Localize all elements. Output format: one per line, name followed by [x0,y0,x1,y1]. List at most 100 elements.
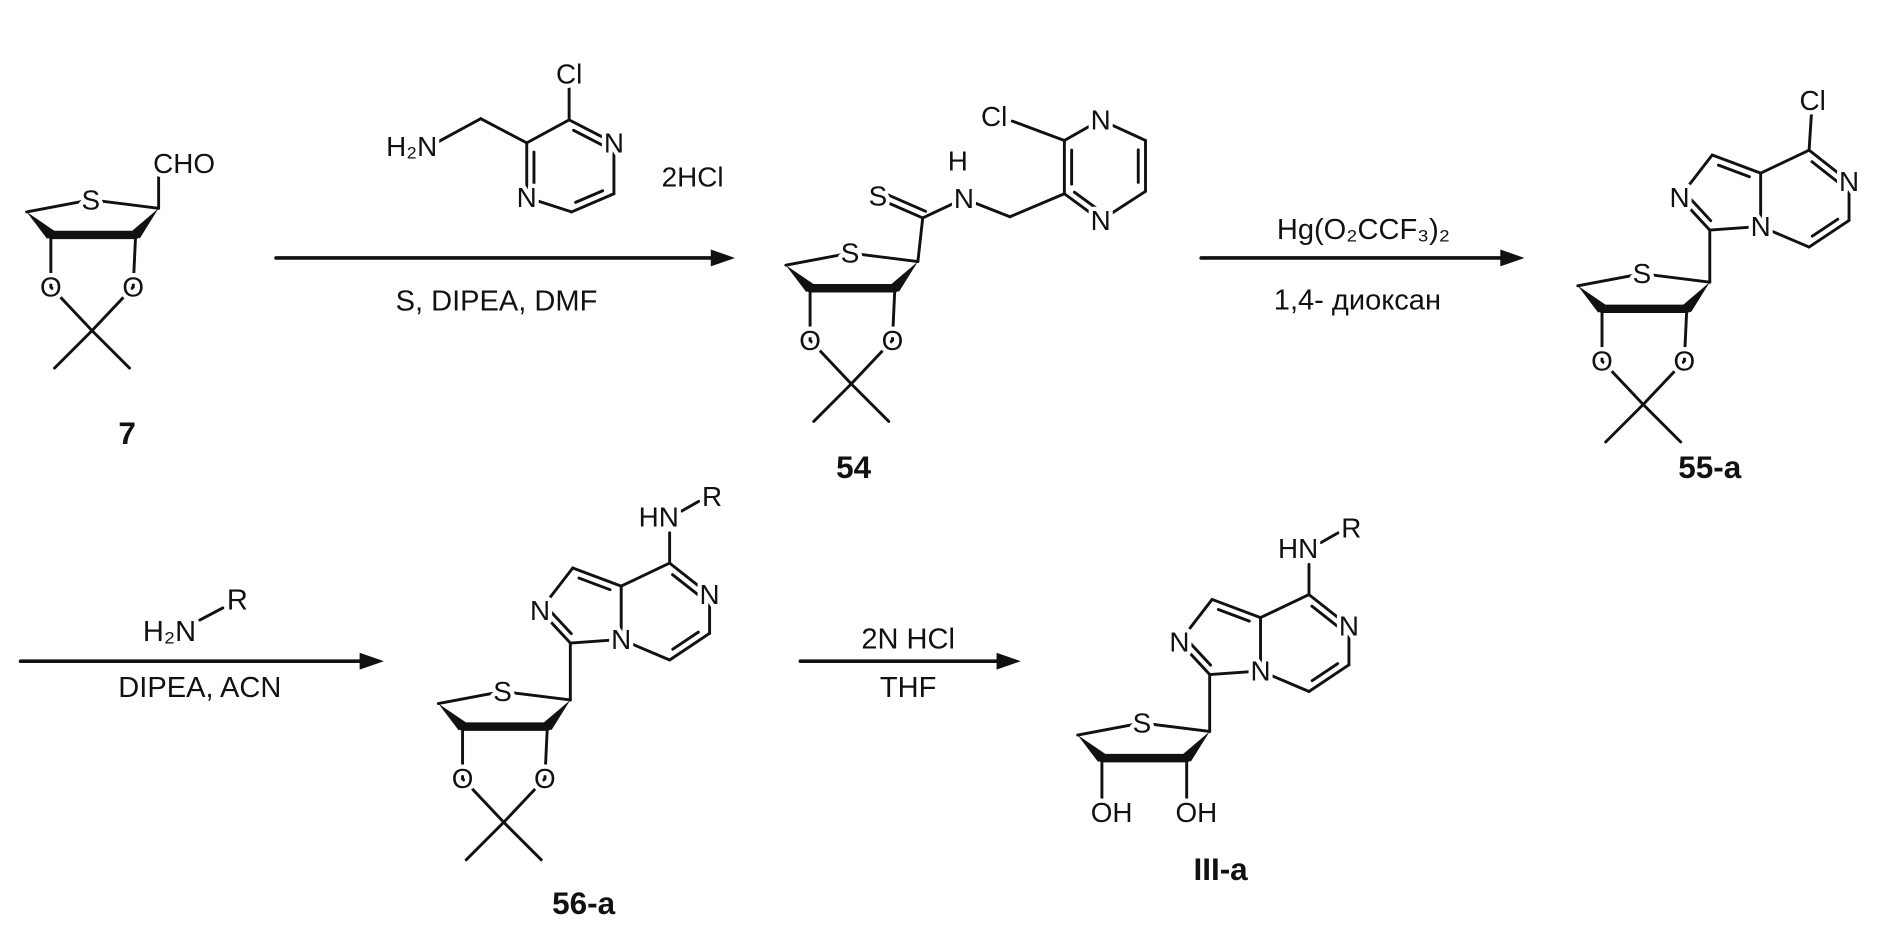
compound-IIIa-bond [1307,663,1351,693]
compound-56a-bond [436,690,504,706]
compound-7-bond [90,285,135,333]
compound-55a-bond [1807,111,1813,152]
compound-7-oxygen-atom: O [40,272,62,303]
compound-IIIa-bond [1140,721,1212,733]
reagent-nitrogen-atom: N [604,127,624,158]
compound-56a-bond [461,777,506,824]
compound-7-wedge-bond [131,208,159,239]
reagent-bond [525,118,571,145]
compound-label-7: 7 [118,416,136,451]
compound-IIIa-bond [1307,593,1351,628]
double-bond-inner-line [1072,190,1100,211]
compound-54-thiocarbonyl-bond [882,199,925,220]
compound-IIIa-amine-nh: HN [1278,533,1318,564]
reaction-4-reagent: 2N HCl [861,623,955,655]
compound-54-sulfur-atom: S [841,238,860,269]
compound-56a-oxygen-atom: O [452,763,474,794]
compound-IIIa-nitrogen-atom: N [1339,611,1359,642]
compound-7-methyl-bond [53,329,94,370]
compound-7-aldehyde-group: CHO [153,148,215,179]
compound-7-bond [25,198,93,214]
compound-54-wedge-bond [785,265,814,293]
compound-55a-oxygen-atom: O [1591,345,1613,376]
double-bond-inner-line [1810,217,1840,238]
compound-56a-bond [538,566,575,612]
compound-54-bond [1099,118,1147,142]
compound-7-bond [89,198,161,210]
compound-55a-bond [1641,359,1686,406]
compound-IIIa-bond [1208,669,1262,676]
compound-IIIa-hydroxyl-group: OH [1091,797,1133,828]
compound-55a-bond [1682,307,1689,363]
reaction-2-reagent: Hg(O₂CCF₃)₂ [1277,214,1450,246]
double-bond-inner-line [1810,160,1840,184]
compound-56a-bond [680,499,701,513]
compound-54-amide-hydrogen: H [948,146,968,177]
reaction-3-arrow-head [359,652,384,670]
double-bond-inner-line [1310,662,1340,683]
double-bond-inner-line [671,630,700,651]
compound-7-bond [131,233,138,289]
compound-55a-bond [1576,272,1644,288]
compound-55a-chlorine-atom: Cl [1800,85,1826,116]
reaction-3-reagent-bond [198,606,225,622]
reaction-1-arrow-head [710,249,736,267]
double-bond-inner-line [572,128,604,147]
reaction-2-arrow-head [1500,249,1525,267]
compound-54-bond [890,286,897,342]
compound-54-bond [784,251,852,267]
compound-55a-nitrogen-atom: N [1751,211,1771,242]
compound-54-bond [962,197,1012,219]
double-bond-inner-line [1189,642,1213,667]
compound-55a-bond [1807,218,1851,249]
compound-56a-wedge-bond [543,699,571,731]
reagent-nitrogen-atom: N [517,182,537,213]
double-bond-inner-line [1716,163,1751,179]
compound-54-nitrogen-atom: N [1091,205,1111,236]
compound-54-methyl-bond [812,382,853,423]
compound-56a-bond [668,561,712,597]
reaction-3-r-group: R [227,585,248,617]
compound-56a-bond [501,690,572,702]
compound-54-methyl-bond [849,382,891,423]
compound-54-bond [1008,192,1066,219]
compound-55a-oxygen-atom: O [1674,345,1696,376]
compound-55a-bond [1710,153,1763,175]
compound-7-bond [49,285,94,333]
compound-IIIa-wedge-bond [1077,735,1106,763]
compound-IIIa-bond [1076,721,1144,737]
double-bond-inner-line [550,611,573,636]
reagent-salt-2hcl: 2HCl [662,161,724,192]
compound-54-wedge-bond [890,261,918,292]
compound-54-bond [916,216,925,264]
compound-55a-bond [1759,225,1811,249]
compound-IIIa-nitrogen-atom: N [1250,655,1270,686]
double-bond-inner-line [1216,608,1251,623]
compound-7-wedge-bond [26,211,55,239]
compound-label-55a: 55-a [1678,450,1741,485]
compound-IIIa-r-group: R [1341,512,1361,543]
compound-54-chlorine-atom: Cl [981,101,1007,132]
reagent-bond [479,117,529,145]
compound-7-oxygen-atom: O [122,272,144,303]
compound-56a-bond [668,631,712,662]
compound-55a-methyl-bond [1604,403,1645,444]
compound-55a-bond [1678,195,1712,232]
compound-56a-nitrogen-atom: N [530,595,550,626]
compound-54-bond [848,251,920,264]
compound-56a-nitrogen-atom: N [700,579,720,610]
compound-54-oxygen-atom: O [882,325,904,356]
compound-54-thione-sulfur: S [869,181,888,212]
compound-7-sulfur-atom: S [82,184,101,215]
double-bond-inner-line [671,573,700,597]
reagent-bond [570,192,616,214]
compound-56a-r-group: R [702,481,722,512]
compound-56a-bond [538,608,572,645]
compound-56a-bond [543,725,549,781]
compound-IIIa-bond [1319,531,1340,544]
compound-label-56a: 56-a [552,886,615,921]
compound-54-bond [921,197,966,220]
double-bond-inner-line [1310,604,1339,628]
